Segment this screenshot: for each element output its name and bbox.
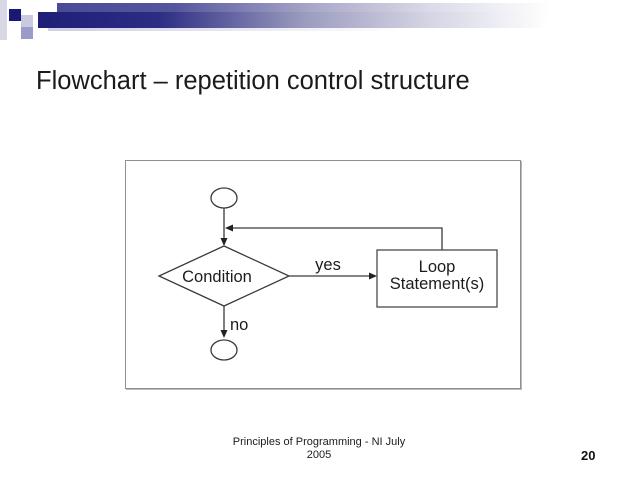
pixel-square-navy	[9, 9, 21, 21]
arrowhead-down-into-condition	[220, 238, 228, 246]
slide-title: Flowchart – repetition control structure	[36, 67, 470, 95]
loop-statements-box	[376, 249, 498, 308]
arrowhead-right-into-box	[369, 272, 377, 280]
loop-label-line2: Statement(s)	[390, 275, 484, 293]
arrow-loopback-line	[233, 227, 443, 250]
no-label: no	[230, 316, 248, 334]
arrowhead-down-into-end	[220, 330, 228, 338]
condition-label: Condition	[182, 268, 252, 286]
footer-line1: Principles of Programming - NI July	[232, 436, 406, 448]
page-number: 20	[581, 448, 596, 463]
banner-gradient-bar-upper	[57, 3, 638, 12]
loop-label-line1: Loop	[419, 258, 456, 276]
pixel-square-medium	[21, 27, 33, 39]
end-terminal-oval	[210, 339, 238, 361]
footer: Principles of Programming - NI July 2005	[233, 436, 405, 462]
arrowhead-left-loopback	[225, 224, 233, 232]
banner-underline	[48, 28, 408, 31]
pixel-square-light	[21, 15, 33, 27]
footer-line2: 2005	[306, 449, 332, 461]
start-terminal-oval	[210, 187, 238, 209]
diagram-frame: Condition yes no Loop Statement(s)	[125, 160, 521, 389]
banner-gradient-bar	[38, 12, 638, 28]
flowchart-svg: Condition yes no Loop Statement(s)	[157, 187, 498, 361]
yes-label: yes	[315, 256, 341, 274]
banner-left-strip	[0, 0, 7, 40]
